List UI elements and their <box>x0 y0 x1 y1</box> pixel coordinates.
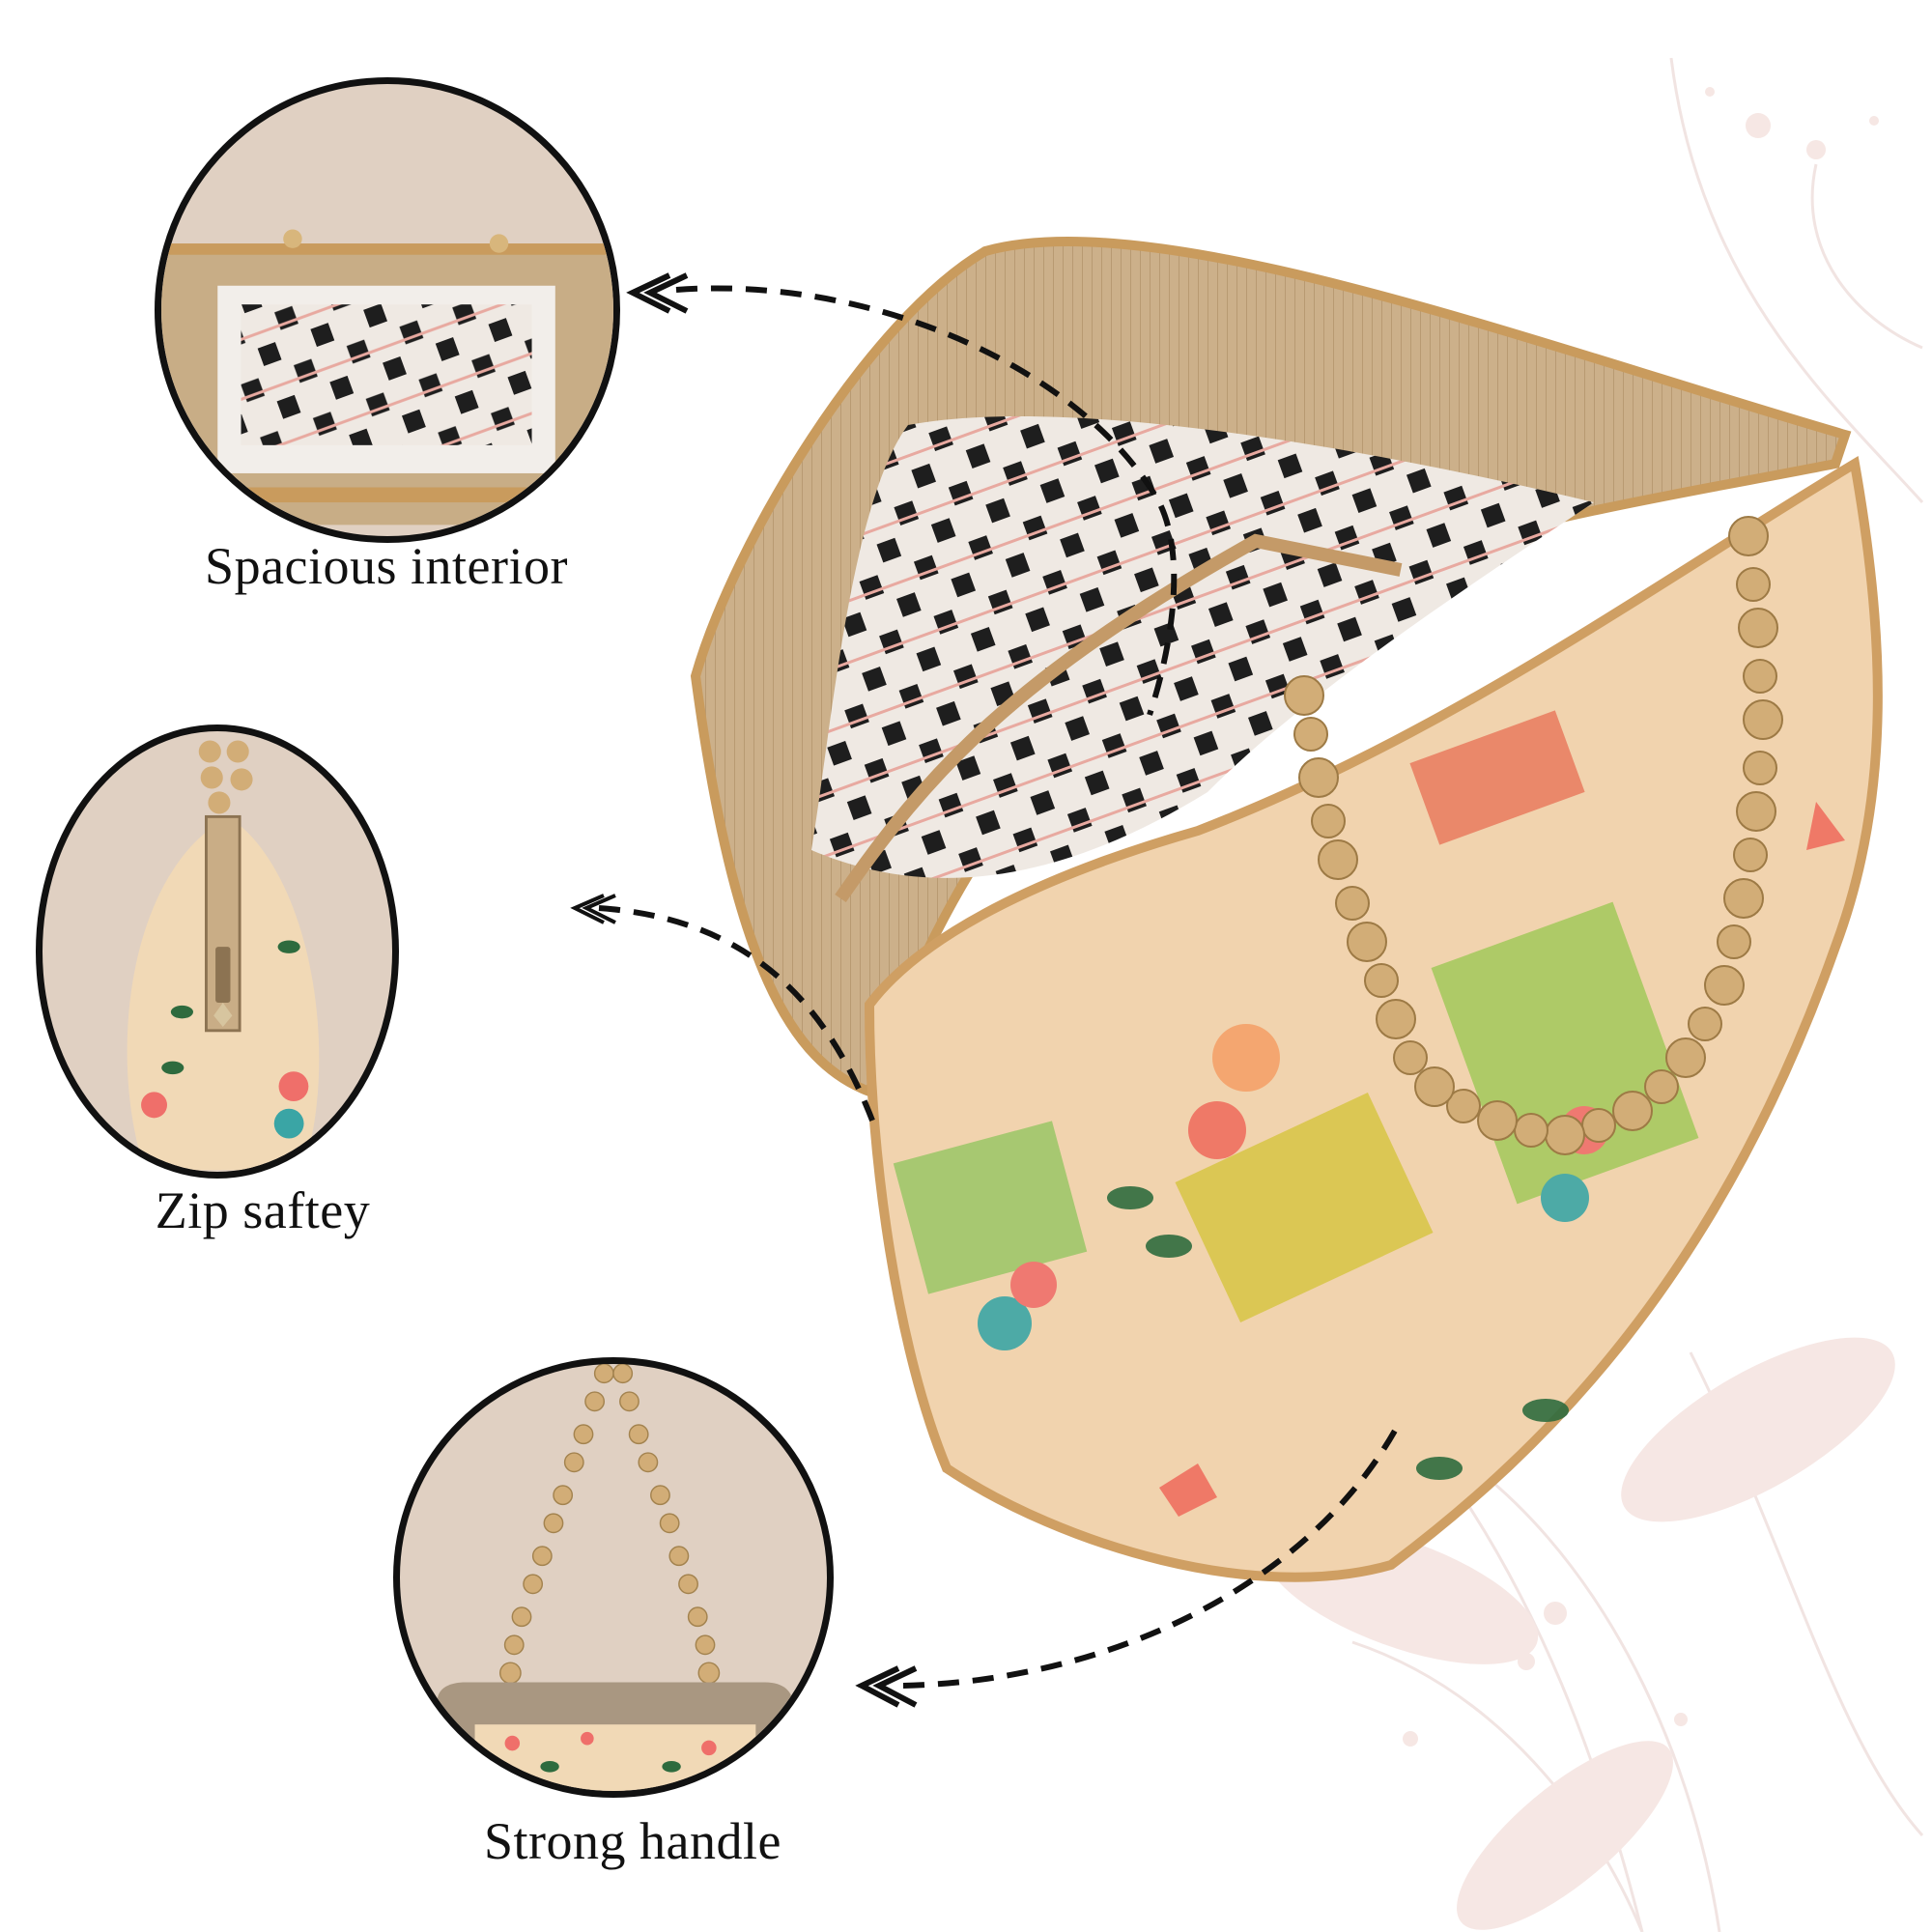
feature-circle-zip <box>36 724 399 1179</box>
feature-circle-interior <box>155 77 620 543</box>
feature-circle-handle <box>393 1357 834 1798</box>
zipper-closeup-image <box>127 740 320 1171</box>
handle-closeup-image <box>437 1364 794 1791</box>
beaded-handle <box>1284 516 1783 1155</box>
interior-closeup-image <box>161 229 613 526</box>
feature-label-handle: Strong handle <box>484 1812 781 1870</box>
feature-label-zip: Zip saftey <box>155 1181 371 1239</box>
feature-label-interior: Spacious interior <box>205 537 568 595</box>
